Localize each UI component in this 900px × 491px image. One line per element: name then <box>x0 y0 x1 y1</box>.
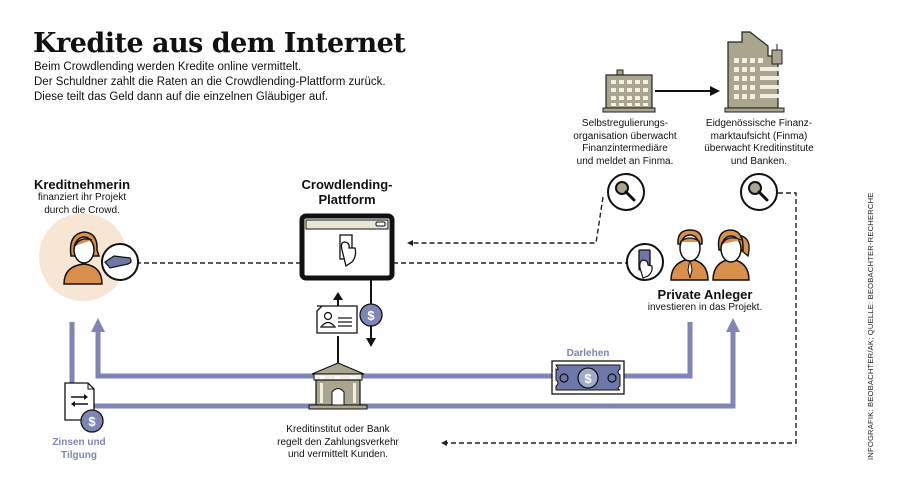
id-card-icon <box>316 305 358 334</box>
banknote-icon: $ <box>551 360 625 395</box>
investors-label: Private Anleger investieren in das Proje… <box>630 287 780 315</box>
repayment-label: Zinsen und Tilgung <box>44 436 114 462</box>
platform-dollar-coin-icon: $ <box>359 303 383 327</box>
investors-desc-line: investieren in das Projekt. <box>647 302 763 313</box>
sro-arrowhead <box>407 240 413 246</box>
phone-hand-icon[interactable] <box>626 243 664 281</box>
investors-title: Private Anleger <box>657 287 753 302</box>
flow-lines <box>69 322 736 409</box>
sro-desc-line: organisation überwacht <box>573 130 677 142</box>
finma-desc-line: marktaufsicht (Finma) <box>710 130 808 142</box>
repayment-label-line: Tilgung <box>61 450 97 461</box>
subtitle-line: Diese teilt das Geld dann auf die einzel… <box>34 91 329 103</box>
borrower-arrowhead <box>91 318 105 332</box>
subtitle-line: Der Schuldner zahlt die Raten an die Cro… <box>34 76 386 88</box>
platform-up-arrowhead <box>333 292 343 300</box>
sro-desc-line: Selbstregulierungs- <box>581 118 669 129</box>
borrower-desc-line: finanziert ihr Projekt <box>37 192 127 203</box>
borrower-label: Kreditnehmerin finanziert ihr Projekt du… <box>20 177 144 217</box>
svg-text:$: $ <box>88 414 96 429</box>
repayment-dollar-coin-icon: $ <box>80 409 104 433</box>
source-credit-text: INFOGRAFIK: BEOBACHTER/AK; QUELLE: BEOBA… <box>866 192 875 460</box>
bank-building-icon <box>308 362 368 410</box>
source-credit: INFOGRAFIK: BEOBACHTER/AK; QUELLE: BEOBA… <box>866 140 876 460</box>
finma-magnifier-icon[interactable] <box>740 173 778 211</box>
finma-desc-line: überwacht Kreditinstitute <box>704 143 814 154</box>
page-title: Kredite aus dem Internet <box>33 28 406 59</box>
platform-title-line: Crowdlending- <box>301 177 393 192</box>
subtitle-line: Beim Crowdlending werden Kredite online … <box>34 61 302 73</box>
sro-finma-arrowhead <box>710 86 720 96</box>
platform-down-arrowhead <box>366 338 376 347</box>
svg-text:$: $ <box>584 371 592 386</box>
finma-desc-line: Eidgenössische Finanz- <box>705 118 813 129</box>
subtitle: Beim Crowdlending werden Kredite online … <box>34 60 386 105</box>
repayment-label-line: Zinsen und <box>52 437 106 448</box>
platform-browser-icon <box>299 213 395 281</box>
svg-text:$: $ <box>367 308 375 323</box>
finma-building-icon <box>724 31 785 113</box>
dashed-lines <box>136 192 797 444</box>
finma-label: Eidgenössische Finanz- marktaufsicht (Fi… <box>694 118 824 168</box>
sro-label: Selbstregulierungs- organisation überwac… <box>565 118 685 168</box>
finma-to-bank-link <box>445 192 797 444</box>
borrower-title: Kreditnehmerin <box>33 177 131 192</box>
platform-label: Crowdlending- Plattform <box>287 177 407 207</box>
finma-desc-line: und Banken. <box>730 155 788 167</box>
bank-desc-line: Kreditinstitut oder Bank <box>286 424 390 435</box>
loan-flow-line <box>95 322 693 379</box>
finma-arrowhead <box>441 440 447 446</box>
hand-icon[interactable] <box>101 243 139 281</box>
sro-desc-line: und meldet an Finma. <box>576 155 674 167</box>
sro-desc-line: Finanzintermediäre <box>582 143 668 154</box>
borrower-person-icon <box>63 231 103 285</box>
bank-desc-line: und vermittelt Kunden. <box>287 449 389 460</box>
investor-woman-icon <box>712 229 750 281</box>
loan-label: Darlehen <box>566 348 610 359</box>
borrower-desc-line: durch die Crowd. <box>44 204 120 216</box>
platform-title-line: Plattform <box>318 192 376 207</box>
bank-desc-line: regelt den Zahlungsverkehr <box>277 436 399 448</box>
sro-magnifier-icon[interactable] <box>607 173 645 211</box>
repayment-flow-line <box>69 322 736 409</box>
sro-building-icon <box>602 69 656 113</box>
investor-man-icon <box>670 229 709 281</box>
bank-label: Kreditinstitut oder Bank regelt den Zahl… <box>268 424 408 462</box>
sro-to-platform-link <box>410 196 604 244</box>
investor-arrowhead <box>726 318 740 332</box>
